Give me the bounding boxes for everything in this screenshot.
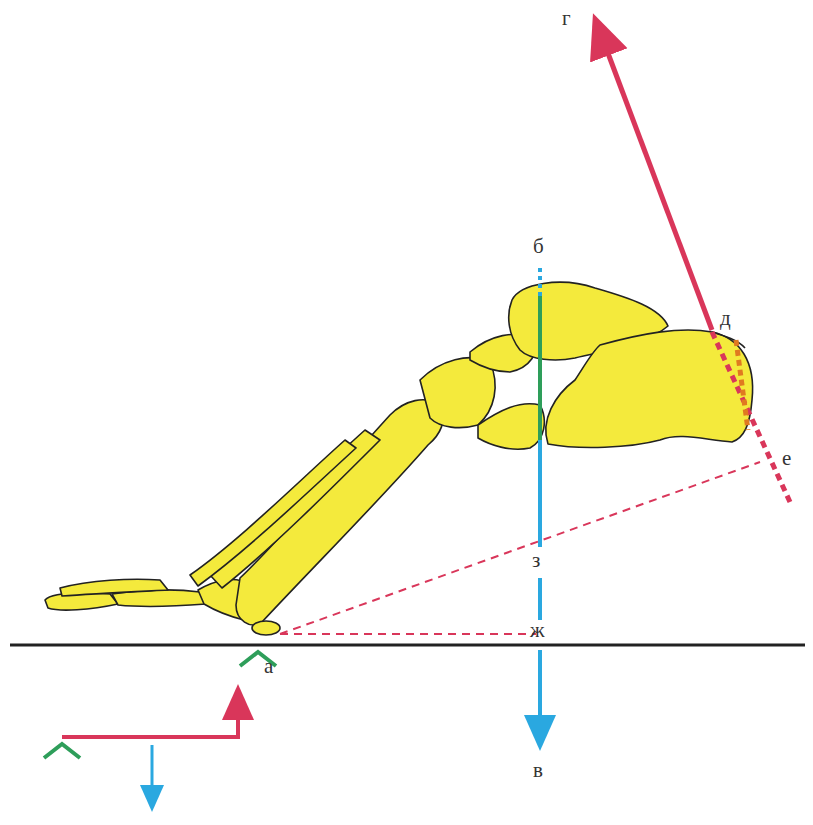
point-label: а (264, 656, 273, 677)
point-label: з (532, 550, 540, 571)
point-label: е (782, 448, 791, 469)
point-label: б (533, 236, 544, 257)
point-label: д (720, 308, 731, 329)
point-label: г (562, 8, 571, 29)
point-label: ж (530, 620, 545, 641)
point-label: в (533, 760, 543, 781)
